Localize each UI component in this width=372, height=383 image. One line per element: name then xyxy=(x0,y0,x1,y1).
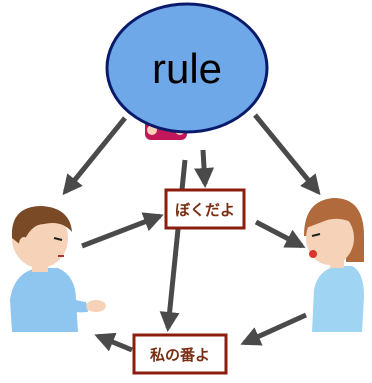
girl-utterance-border xyxy=(132,333,228,375)
arrow-rule-to-girl-label xyxy=(159,159,188,332)
boy-character-icon xyxy=(10,206,106,332)
boy-utterance-label: ぼくだよ xyxy=(175,201,235,219)
arrows-group xyxy=(62,113,321,353)
girl-utterance-box: 私の番よ xyxy=(132,333,228,375)
arrow-rule-to-boy-label xyxy=(194,149,215,188)
rule-ellipse xyxy=(105,2,269,134)
girl-character-icon xyxy=(304,198,364,332)
arrow-boy-label-to-girl xyxy=(254,219,306,249)
rule-label: rule xyxy=(152,45,222,92)
rule-node: rule xyxy=(105,2,269,134)
arrow-girl-to-girl-label xyxy=(240,312,308,346)
boy-utterance-box: ぼくだよ xyxy=(164,188,246,230)
girl-utterance-label: 私の番よ xyxy=(149,346,210,364)
boy-utterance-border xyxy=(164,188,246,230)
arrow-rule-to-boy xyxy=(62,116,127,196)
arrow-boy-to-boy-label xyxy=(81,212,164,249)
arrow-rule-to-girl xyxy=(253,113,321,196)
arrow-girl-label-to-boy xyxy=(94,332,133,353)
